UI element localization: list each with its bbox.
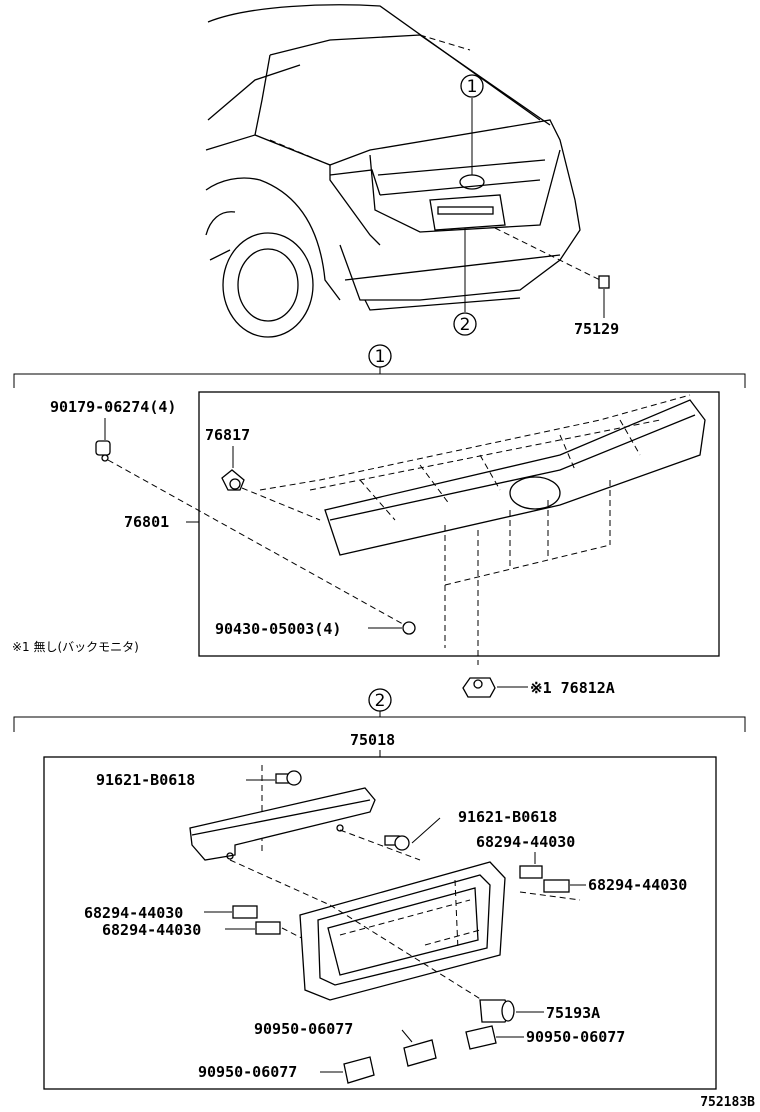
part-label-76812a: ※1 76812A [530, 679, 615, 697]
cushion-right-top-icon [519, 865, 543, 879]
callout-1-section-header: 1 [368, 344, 392, 368]
license-lamp-bracket [189, 787, 421, 906]
back-door-garnish [259, 394, 706, 665]
svg-text:1: 1 [375, 347, 386, 367]
figure-code: 752183B [700, 1095, 755, 1110]
nut-90430-icon [402, 621, 416, 635]
part-label-75129: 75129 [574, 320, 619, 338]
part-label-68294-44030-right: 68294-44030 [588, 876, 687, 894]
part-label-68294-44030-left: 68294-44030 [102, 921, 201, 939]
part-label-90430-05003: 90430-05003(4) [215, 620, 341, 638]
part-label-75018: 75018 [350, 731, 395, 749]
tape-bottom-icon [343, 1056, 375, 1084]
cushion-left-icon [255, 921, 281, 935]
callout-2-overview: 2 [453, 312, 477, 336]
tape-right-icon [465, 1025, 497, 1050]
part-label-90179-06274: 90179-06274(4) [50, 398, 176, 416]
section2-bracket [13, 716, 746, 732]
part-label-90950-06077-center: 90950-06077 [254, 1020, 353, 1038]
bolt-right-icon [384, 835, 410, 851]
part-label-91621-b0618-left: 91621-B0618 [96, 771, 195, 789]
section1-bracket [13, 373, 746, 388]
part-label-90950-06077-bottom: 90950-06077 [198, 1063, 297, 1081]
bolt-left-icon [275, 770, 302, 786]
svg-text:2: 2 [460, 315, 471, 335]
section1-frame [198, 391, 720, 657]
callout-1-overview: 1 [460, 74, 484, 98]
callout-2-section-header: 2 [368, 688, 392, 712]
cushion-right-icon [543, 879, 570, 893]
part-label-68294-44030-left-top: 68294-44030 [84, 904, 183, 922]
part-label-76817: 76817 [205, 426, 250, 444]
part-label-91621-b0618-right: 91621-B0618 [458, 808, 557, 826]
car-rear-view [205, 4, 610, 338]
camera-76812a-icon [462, 677, 496, 698]
clip-76817-icon [221, 469, 245, 491]
license-plate-frame [299, 861, 506, 1001]
section2-frame [43, 756, 717, 1090]
footnote-1: ※1 無し(バックモニタ) [12, 639, 139, 654]
tape-center-icon [403, 1039, 437, 1067]
svg-text:1: 1 [467, 77, 478, 97]
part-label-90950-06077-right: 90950-06077 [526, 1028, 625, 1046]
part-label-76801: 76801 [124, 513, 169, 531]
part-label-75193a: 75193A [546, 1004, 600, 1022]
part-label-68294-44030-right-top: 68294-44030 [476, 833, 575, 851]
lamp-75193a-icon [479, 999, 515, 1023]
svg-text:2: 2 [375, 691, 386, 711]
cushion-left-top-icon [232, 905, 258, 919]
nut-90179-icon [95, 440, 111, 462]
